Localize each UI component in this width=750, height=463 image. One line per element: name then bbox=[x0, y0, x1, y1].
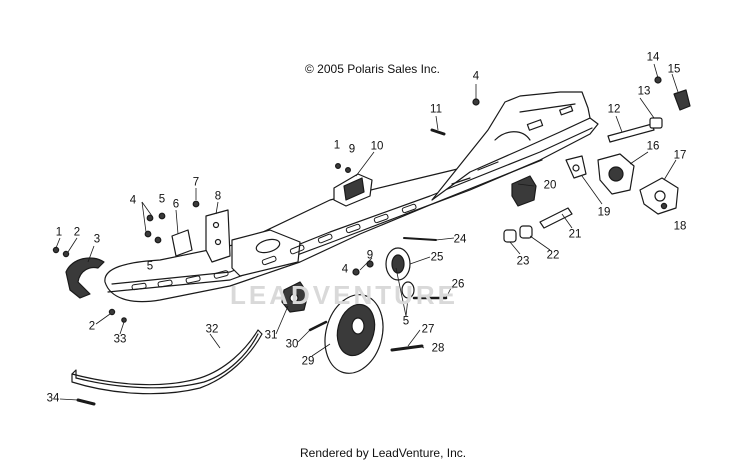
nut-1-left bbox=[52, 246, 60, 254]
mounting-plate bbox=[205, 209, 231, 263]
spacer-22 bbox=[519, 225, 533, 239]
callout-5-mid[interactable]: 5 bbox=[402, 315, 410, 328]
adjuster-block bbox=[673, 89, 691, 111]
callout-20[interactable]: 20 bbox=[543, 179, 557, 192]
callout-23[interactable]: 23 bbox=[516, 255, 530, 268]
callout-11[interactable]: 11 bbox=[430, 103, 442, 116]
axle-cap bbox=[639, 177, 679, 215]
callout-27[interactable]: 27 bbox=[421, 323, 435, 336]
callout-4-mid[interactable]: 4 bbox=[341, 263, 349, 276]
callout-7[interactable]: 7 bbox=[192, 176, 200, 189]
washer-5-upper bbox=[158, 212, 166, 220]
bolt-24 bbox=[403, 237, 437, 241]
watermark-text: LEADVENTURE bbox=[230, 280, 459, 310]
long-bolt bbox=[607, 123, 655, 143]
callout-1-upper[interactable]: 1 bbox=[333, 139, 341, 152]
callout-2-lower[interactable]: 2 bbox=[88, 320, 96, 333]
callout-24[interactable]: 24 bbox=[453, 233, 467, 246]
callout-14[interactable]: 14 bbox=[646, 51, 660, 64]
callout-4-left[interactable]: 4 bbox=[129, 194, 137, 207]
callout-26[interactable]: 26 bbox=[451, 278, 465, 291]
callout-4-top[interactable]: 4 bbox=[472, 70, 480, 83]
spacer-23 bbox=[503, 229, 517, 243]
callout-16[interactable]: 16 bbox=[646, 140, 660, 153]
washer-5-lower bbox=[154, 236, 162, 244]
slide-bracket bbox=[565, 155, 587, 179]
callout-9-mid[interactable]: 9 bbox=[366, 249, 374, 262]
callout-25[interactable]: 25 bbox=[430, 251, 444, 264]
bolt-30 bbox=[308, 320, 328, 332]
callout-30[interactable]: 30 bbox=[285, 338, 299, 351]
hyfax-slide bbox=[71, 329, 263, 395]
callout-15[interactable]: 15 bbox=[667, 63, 681, 76]
callout-2-left[interactable]: 2 bbox=[73, 226, 81, 239]
callout-5-lower[interactable]: 5 bbox=[146, 260, 154, 273]
callout-13[interactable]: 13 bbox=[637, 85, 651, 98]
callout-29[interactable]: 29 bbox=[301, 355, 315, 368]
bolt-34 bbox=[76, 398, 96, 406]
bolt-11 bbox=[430, 128, 446, 136]
copyright-text: © 2005 Polaris Sales Inc. bbox=[305, 62, 440, 76]
bolt-7 bbox=[192, 200, 200, 208]
nut-4-left bbox=[146, 214, 154, 222]
footer-text: Rendered by LeadVenture, Inc. bbox=[300, 446, 467, 460]
washer-9-mid bbox=[366, 260, 374, 268]
washer-2-lower bbox=[108, 308, 116, 316]
nut-4-mid bbox=[352, 268, 360, 276]
callout-34[interactable]: 34 bbox=[46, 392, 60, 405]
callout-28[interactable]: 28 bbox=[431, 342, 445, 355]
callout-12[interactable]: 12 bbox=[607, 103, 621, 116]
callout-22[interactable]: 22 bbox=[546, 249, 560, 262]
axle-bolt bbox=[539, 207, 573, 229]
callout-8[interactable]: 8 bbox=[214, 190, 222, 203]
callout-6[interactable]: 6 bbox=[172, 198, 180, 211]
idler-wheel bbox=[324, 294, 384, 374]
callout-21[interactable]: 21 bbox=[568, 228, 582, 241]
callout-32[interactable]: 32 bbox=[205, 323, 219, 336]
bolt-18 bbox=[660, 202, 668, 210]
callout-33[interactable]: 33 bbox=[113, 333, 127, 346]
nut-4-lower bbox=[144, 230, 152, 238]
callout-31[interactable]: 31 bbox=[264, 329, 278, 342]
spacer-block bbox=[171, 229, 193, 257]
callout-3[interactable]: 3 bbox=[93, 233, 101, 246]
callout-5-upper[interactable]: 5 bbox=[158, 193, 166, 206]
bolt-28 bbox=[390, 344, 424, 352]
callout-17[interactable]: 17 bbox=[673, 149, 687, 162]
washer-9-upper bbox=[345, 167, 352, 174]
callout-10[interactable]: 10 bbox=[370, 140, 384, 153]
washer-2-left bbox=[62, 250, 70, 258]
callout-18[interactable]: 18 bbox=[673, 220, 687, 233]
front-bumper bbox=[65, 257, 105, 299]
bolt-33 bbox=[121, 317, 127, 323]
callout-1-left[interactable]: 1 bbox=[55, 226, 63, 239]
callout-9-upper[interactable]: 9 bbox=[348, 143, 356, 156]
rear-bracket bbox=[511, 175, 537, 207]
callout-19[interactable]: 19 bbox=[597, 206, 611, 219]
nut-1-upper bbox=[335, 163, 342, 170]
